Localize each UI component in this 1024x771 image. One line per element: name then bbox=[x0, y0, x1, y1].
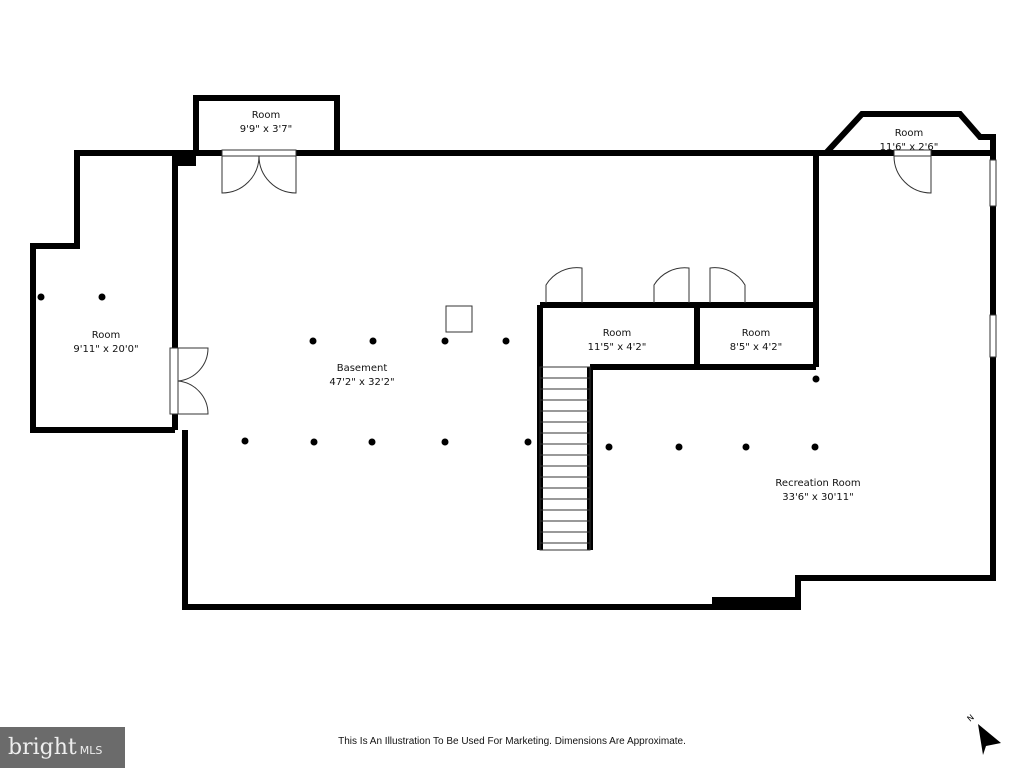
light-fixture bbox=[368, 438, 376, 446]
logo-text: bright bbox=[8, 735, 77, 760]
room-label: Room bbox=[252, 110, 280, 121]
stairs bbox=[539, 366, 591, 551]
light-fixtures bbox=[37, 293, 820, 451]
light-fixture bbox=[441, 337, 449, 345]
room-dims: 8'5" x 4'2" bbox=[730, 342, 782, 353]
light-fixture bbox=[811, 443, 819, 451]
room-label: Room bbox=[92, 330, 120, 341]
logo-suffix: MLS bbox=[79, 744, 103, 757]
light-fixture bbox=[309, 337, 317, 345]
room-dims: 9'11" x 20'0" bbox=[73, 344, 138, 355]
room-label: Basement bbox=[337, 363, 388, 374]
light-fixture bbox=[524, 438, 532, 446]
walls bbox=[30, 95, 996, 610]
light-fixture bbox=[742, 443, 750, 451]
light-fixture bbox=[812, 375, 820, 383]
compass: N bbox=[966, 713, 1001, 755]
light-fixture bbox=[310, 438, 318, 446]
light-fixture bbox=[605, 443, 613, 451]
compass-label: N bbox=[966, 713, 976, 724]
room-dims: 9'9" x 3'7" bbox=[240, 124, 292, 135]
room-label: Room bbox=[742, 328, 770, 339]
room-dims: 11'5" x 4'2" bbox=[588, 342, 647, 353]
room-dims: 47'2" x 32'2" bbox=[329, 377, 394, 388]
room-label: Recreation Room bbox=[775, 478, 860, 489]
disclaimer: This Is An Illustration To Be Used For M… bbox=[338, 736, 686, 747]
north-arrow-icon bbox=[978, 724, 1001, 755]
light-fixture bbox=[441, 438, 449, 446]
room-dims: 33'6" x 30'11" bbox=[782, 492, 854, 503]
room-labels: Room 9'9" x 3'7" Room 11'6" x 2'6" Room … bbox=[73, 110, 938, 503]
light-fixture bbox=[369, 337, 377, 345]
light-fixture bbox=[502, 337, 510, 345]
light-fixture bbox=[37, 293, 45, 301]
room-dims: 11'6" x 2'6" bbox=[880, 142, 939, 153]
doors bbox=[169, 149, 997, 415]
room-label: Room bbox=[895, 128, 923, 139]
light-fixture bbox=[241, 437, 249, 445]
light-fixture bbox=[98, 293, 106, 301]
light-fixture bbox=[675, 443, 683, 451]
room-label: Room bbox=[603, 328, 631, 339]
